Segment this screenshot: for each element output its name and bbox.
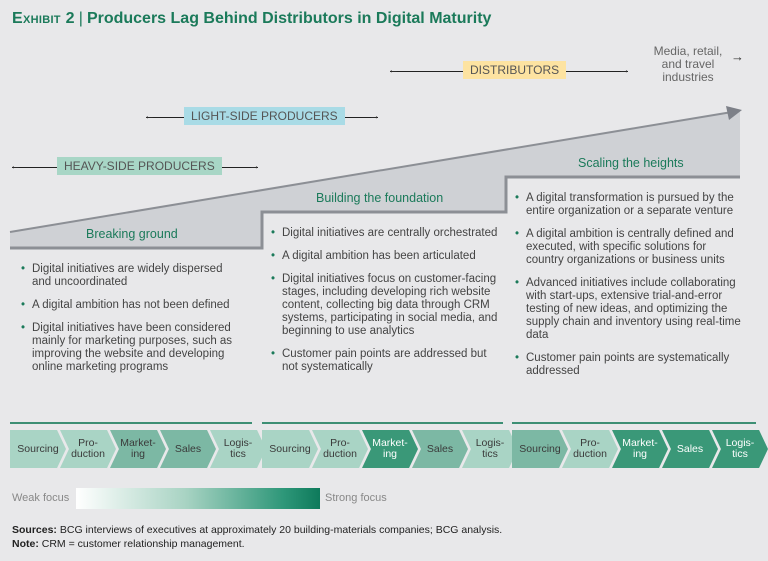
value-chain-step: Sourcing xyxy=(512,430,568,468)
heavy-side-label: HEAVY-SIDE PRODUCERS xyxy=(57,157,222,175)
value-chain-step: Market-ing xyxy=(362,430,418,468)
value-chain-step: Market-ing xyxy=(612,430,668,468)
maturity-arrowhead-icon xyxy=(726,106,742,120)
list-item: A digital ambition has not been defined xyxy=(20,299,240,312)
footnote: Note: CRM = customer relationship manage… xyxy=(12,538,245,550)
arrow-right-icon: → xyxy=(369,110,380,122)
value-chain-step: Sourcing xyxy=(262,430,318,468)
value-chain-step: Logis-tics xyxy=(712,430,768,468)
list-item: A digital transformation is pursued by t… xyxy=(514,192,746,218)
arrow-right-icon: → xyxy=(619,64,630,76)
divider xyxy=(512,422,756,424)
value-chain-step: Logis-tics xyxy=(462,430,518,468)
value-chain-step: Sales xyxy=(160,430,216,468)
other-industries-label: Media, retail, and travel industries xyxy=(653,44,723,84)
value-chain-step: Sales xyxy=(662,430,718,468)
arrow-right-icon: → xyxy=(249,160,260,172)
list-item: Advanced initiatives include collaborati… xyxy=(514,277,746,342)
stage-title: Scaling the heights xyxy=(578,156,684,170)
stage-3-bullets: A digital transformation is pursued by t… xyxy=(514,192,746,388)
stage-title: Breaking ground xyxy=(86,227,178,241)
stage-title: Building the foundation xyxy=(316,191,444,205)
value-chain-step: Market-ing xyxy=(110,430,166,468)
arrow-left-icon: ← xyxy=(10,160,21,172)
divider xyxy=(10,422,252,424)
stage-1-bullets: Digital initiatives are widely dispersed… xyxy=(20,263,240,384)
list-item: A digital ambition has been articulated xyxy=(270,250,500,263)
focus-gradient-legend xyxy=(76,488,320,509)
list-item: Digital initiatives focus on customer-fa… xyxy=(270,273,500,338)
list-item: Customer pain points are addressed but n… xyxy=(270,348,500,374)
value-chain-step: Pro-duction xyxy=(312,430,368,468)
list-item: Digital initiatives have been considered… xyxy=(20,322,240,374)
arrow-right-icon: → xyxy=(731,49,744,64)
value-chain-step: Pro-duction xyxy=(60,430,116,468)
light-side-label: LIGHT-SIDE PRODUCERS xyxy=(184,107,345,125)
divider xyxy=(262,422,503,424)
arrow-left-icon: ← xyxy=(144,110,155,122)
list-item: Customer pain points are systematically … xyxy=(514,352,746,378)
value-chain-step: Pro-duction xyxy=(562,430,618,468)
sources-note: Sources: BCG interviews of executives at… xyxy=(12,524,503,536)
exhibit-title: Exhibit 2|Producers Lag Behind Distribut… xyxy=(12,10,492,27)
stage-2-bullets: Digital initiatives are centrally orches… xyxy=(270,227,500,384)
distributors-label: DISTRIBUTORS xyxy=(463,61,567,79)
list-item: Digital initiatives are centrally orches… xyxy=(270,227,500,240)
legend-weak: Weak focus xyxy=(12,492,70,504)
value-chain-step: Sourcing xyxy=(10,430,66,468)
list-item: Digital initiatives are widely dispersed… xyxy=(20,263,240,289)
list-item: A digital ambition is centrally defined … xyxy=(514,228,746,267)
value-chain-step: Sales xyxy=(412,430,468,468)
arrow-left-icon: ← xyxy=(388,64,399,76)
legend-strong: Strong focus xyxy=(325,492,387,504)
value-chain-step: Logis-tics xyxy=(210,430,266,468)
